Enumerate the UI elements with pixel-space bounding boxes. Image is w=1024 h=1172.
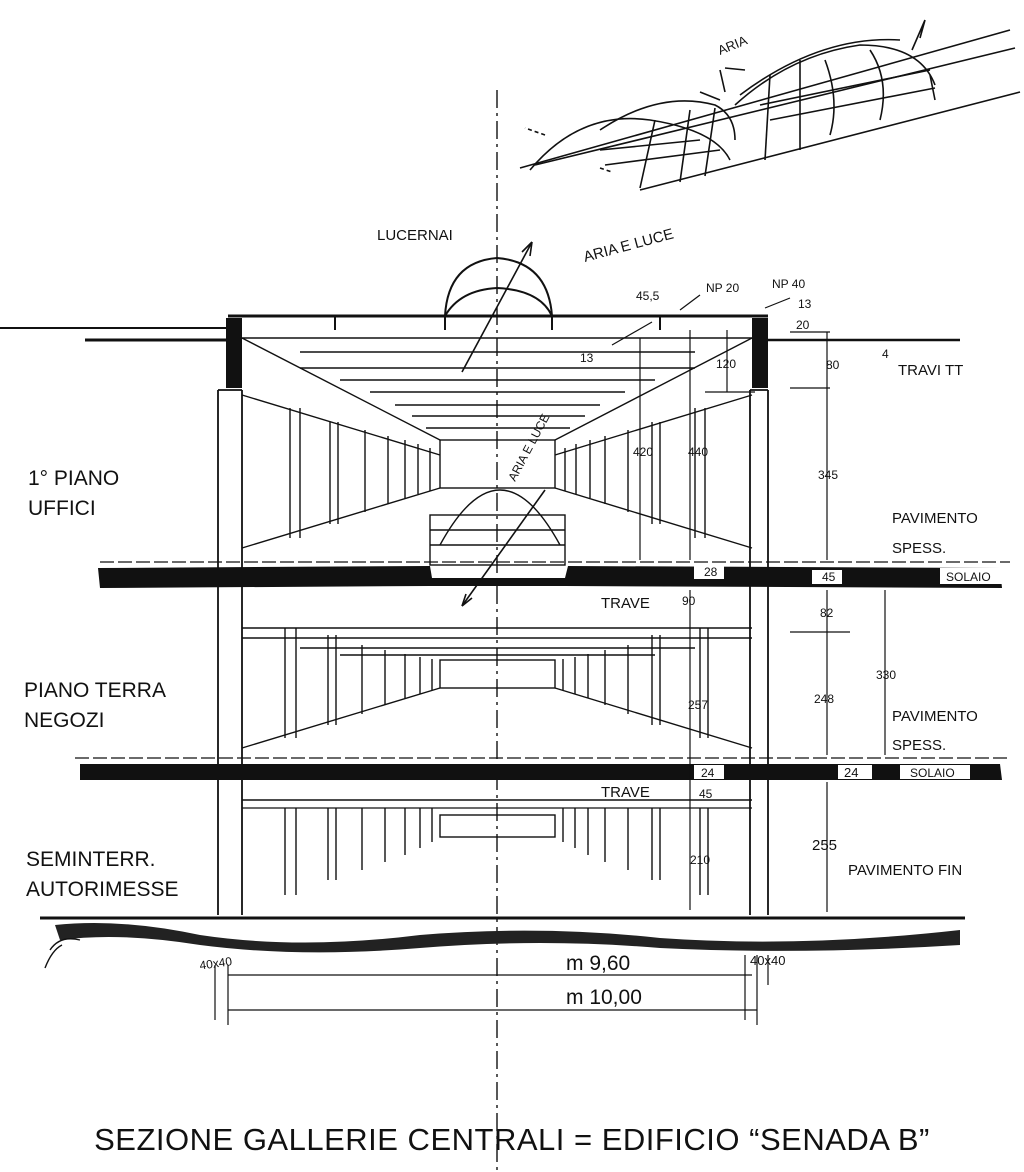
label-aria: ARIA	[716, 32, 750, 57]
label-80: 80	[826, 358, 840, 372]
roof-structure	[0, 256, 960, 342]
label-248: 248	[814, 692, 834, 706]
foundation-ground	[40, 916, 965, 969]
label-pavimento-1-line1: PAVIMENTO	[892, 510, 978, 527]
label-column-right: 40x40	[750, 953, 785, 968]
label-span-inner: m 9,60	[566, 952, 630, 975]
label-210: 210	[690, 853, 710, 867]
label-20: 20	[796, 318, 810, 332]
label-pavimento-2-line2: SPESS.	[892, 737, 946, 754]
label-column-left: 40x40	[199, 954, 234, 972]
outer-columns	[217, 389, 769, 915]
label-24-left: 24	[701, 766, 715, 780]
label-120: 120	[716, 357, 736, 371]
label-trave-1: TRAVE	[601, 595, 650, 612]
label-aria-e-luce-vertical: ARIA E LUCE	[505, 411, 552, 483]
basement-perspective	[284, 808, 709, 895]
label-24-right: 24	[844, 765, 858, 780]
label-4: 4	[882, 347, 889, 361]
label-45-trave: 45	[699, 787, 713, 801]
ground-floor-slab	[75, 757, 1010, 809]
label-330: 330	[876, 668, 896, 682]
label-lucernai: LUCERNAI	[377, 227, 453, 244]
dimension-lines	[214, 294, 886, 1025]
label-solaio-2: SOLAIO	[910, 766, 955, 780]
label-basement-line2: AUTORIMESSE	[26, 878, 178, 901]
left-parapet	[226, 318, 242, 388]
first-floor-perspective	[241, 337, 753, 566]
label-first-floor-line2: UFFICI	[28, 497, 96, 520]
label-solaio-1: SOLAIO	[946, 570, 991, 584]
label-13-top: 13	[798, 297, 812, 311]
label-pavimento-fin: PAVIMENTO FIN	[848, 862, 962, 879]
label-257: 257	[688, 698, 708, 712]
label-13: 13	[580, 351, 594, 365]
label-345: 345	[818, 468, 838, 482]
label-span-outer: m 10,00	[566, 986, 642, 1009]
label-255: 255	[812, 837, 837, 854]
label-pavimento-2-line1: PAVIMENTO	[892, 708, 978, 725]
label-82: 82	[820, 606, 834, 620]
label-travi-tt: TRAVI TT	[898, 362, 963, 379]
first-floor-slab	[98, 561, 1010, 588]
label-pavimento-1-line2: SPESS.	[892, 540, 946, 557]
label-np20: NP 20	[706, 281, 739, 295]
drawing-title: SEZIONE GALLERIE CENTRALI = EDIFICIO “SE…	[94, 1122, 930, 1157]
label-basement-line1: SEMINTERR.	[26, 848, 156, 871]
label-ground-floor-line2: NEGOZI	[24, 709, 105, 732]
label-45-slab: 45	[822, 570, 836, 584]
label-440: 440	[688, 445, 708, 459]
label-aria-e-luce: ARIA E LUCE	[582, 225, 676, 265]
label-28: 28	[704, 565, 718, 579]
label-420: 420	[633, 445, 653, 459]
label-ground-floor-line1: PIANO TERRA	[24, 679, 166, 702]
skylight-perspective-sketch	[519, 19, 1021, 191]
label-trave-2: TRAVE	[601, 784, 650, 801]
label-45-5: 45,5	[636, 289, 660, 303]
label-np40: NP 40	[772, 277, 805, 291]
ground-floor-perspective	[241, 627, 753, 749]
right-parapet	[752, 318, 768, 388]
air-light-arrows	[461, 241, 546, 607]
label-90: 90	[682, 594, 696, 608]
label-first-floor-line1: 1° PIANO	[28, 467, 119, 490]
